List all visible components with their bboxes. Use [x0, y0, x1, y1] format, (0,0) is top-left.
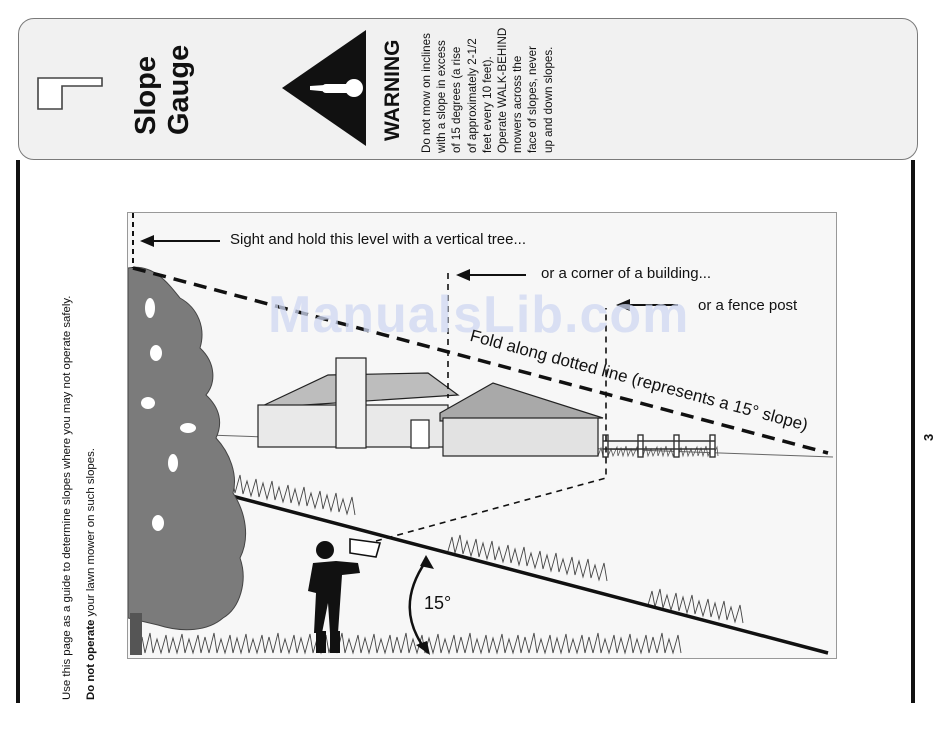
page-number: 3: [921, 433, 936, 441]
title-line1: Slope: [130, 56, 162, 135]
warning-text: Do not mow on inclines with a slope in e…: [420, 27, 555, 153]
right-rule: [911, 160, 915, 703]
slope-illustration: ManualsLib.com Sight and hold this level…: [127, 212, 837, 659]
angle-label: 15°: [424, 593, 452, 613]
title-line2: Gauge: [163, 44, 195, 135]
label-vertical-tree: Sight and hold this level with a vertica…: [230, 231, 526, 248]
label-fence-post: or a fence post: [698, 297, 798, 314]
warning-title: WARNING: [381, 39, 404, 142]
watermark: ManualsLib.com: [268, 286, 690, 344]
section-number-icon: 1: [36, 73, 104, 111]
page-title: Slope Gauge: [130, 45, 196, 135]
warning-triangle-icon: [278, 28, 370, 148]
instruction-line2: Do not operate your lawn mower on such s…: [85, 448, 97, 700]
side-instructions: Use this page as a guide to determine sl…: [55, 296, 103, 700]
left-rule: [16, 160, 20, 703]
header-panel: [18, 18, 918, 160]
instruction-line1: Use this page as a guide to determine sl…: [61, 295, 73, 700]
label-building-corner: or a corner of a building...: [541, 265, 712, 282]
